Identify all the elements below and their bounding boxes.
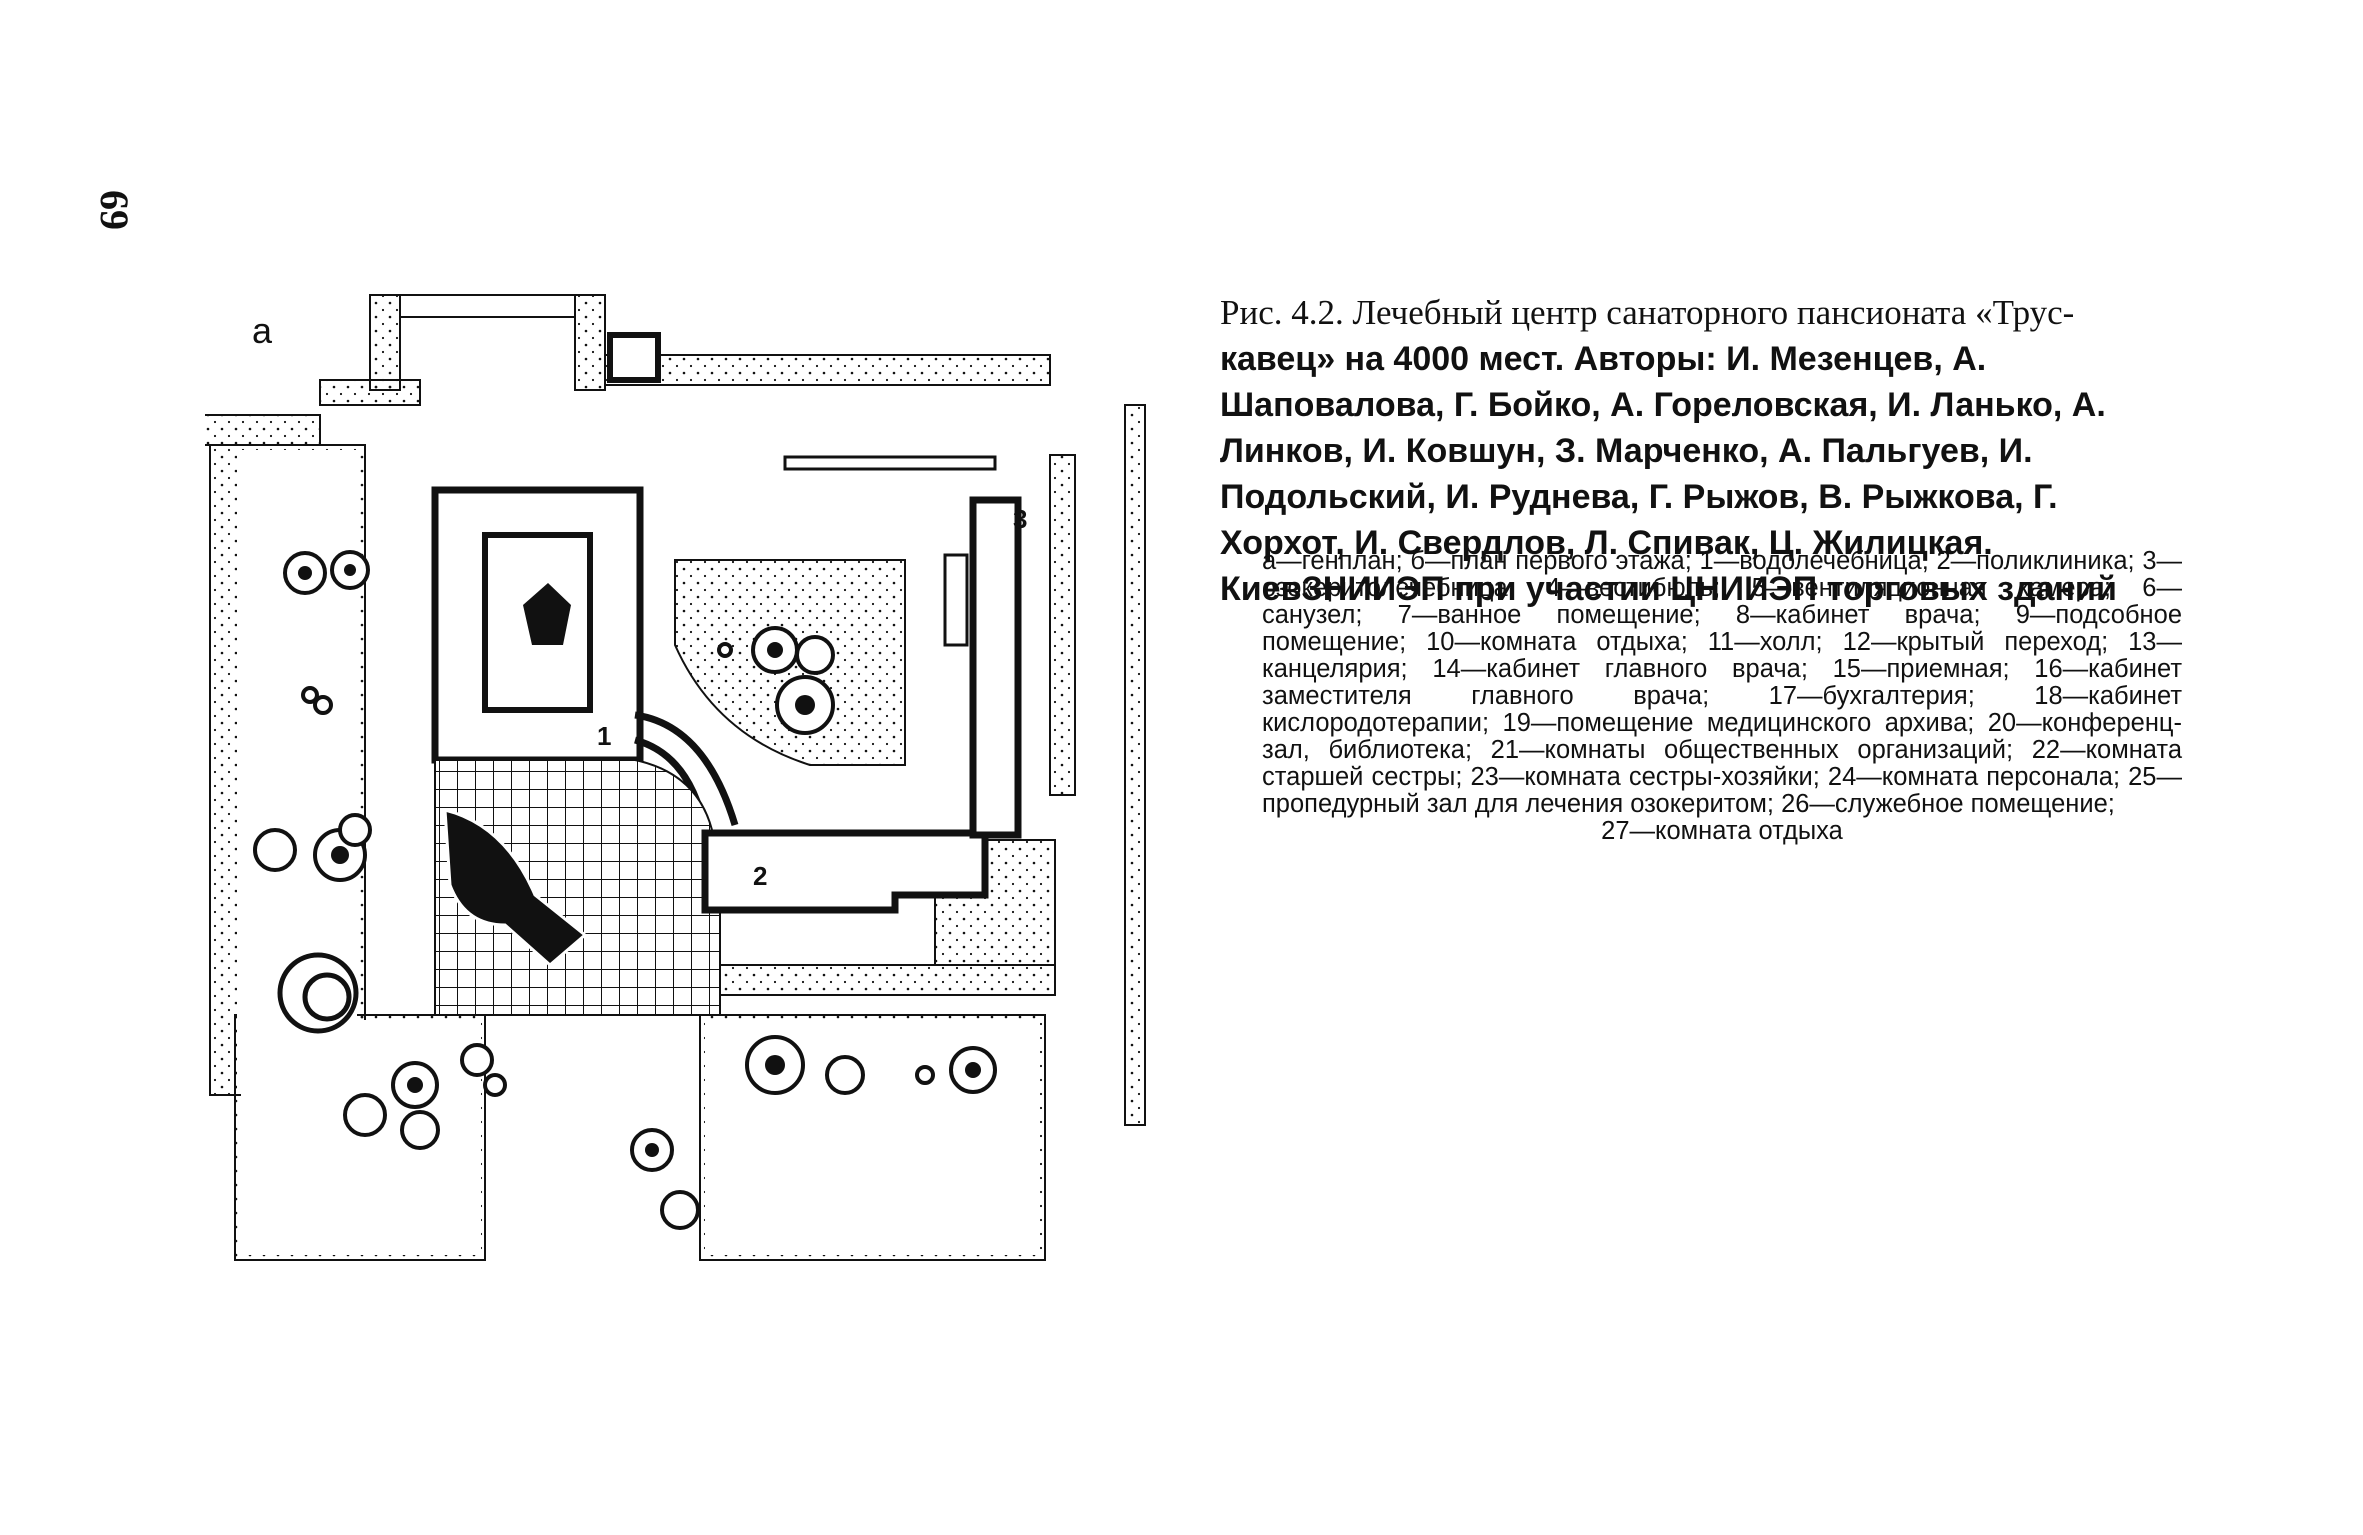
site-plan: 1 2 3 xyxy=(205,294,1146,1261)
label-building-2: 2 xyxy=(753,861,767,891)
fountain-pool xyxy=(443,808,588,967)
entrance-pavilion xyxy=(607,332,661,383)
canopy-bar xyxy=(783,455,997,471)
roundabout xyxy=(277,952,359,1034)
label-building-3: 3 xyxy=(1013,504,1027,534)
caption-title: Рис. 4.2. Лечебный центр санаторного пан… xyxy=(1220,293,2075,332)
figure-legend: а—генплан; б—план первого этажа; 1—водол… xyxy=(1262,548,2182,845)
legend-text: а—генплан; б—план первого этажа; 1—водол… xyxy=(1262,547,2182,818)
figure-caption: Рис. 4.2. Лечебный центр санаторного пан… xyxy=(1220,290,2180,612)
legend-last: 27—комната отдыха xyxy=(1601,817,1843,845)
page-number: 69 xyxy=(92,190,137,230)
plan-label: а xyxy=(252,310,273,351)
building-2 xyxy=(701,829,989,914)
building-3 xyxy=(943,496,1022,839)
caption-body: кавец» на 4000 мест. Авторы: И. Мезенцев… xyxy=(1220,340,2117,608)
tree-centers xyxy=(298,564,981,1157)
trees xyxy=(253,550,997,1230)
building-1 xyxy=(431,486,739,831)
label-building-1: 1 xyxy=(597,721,611,751)
